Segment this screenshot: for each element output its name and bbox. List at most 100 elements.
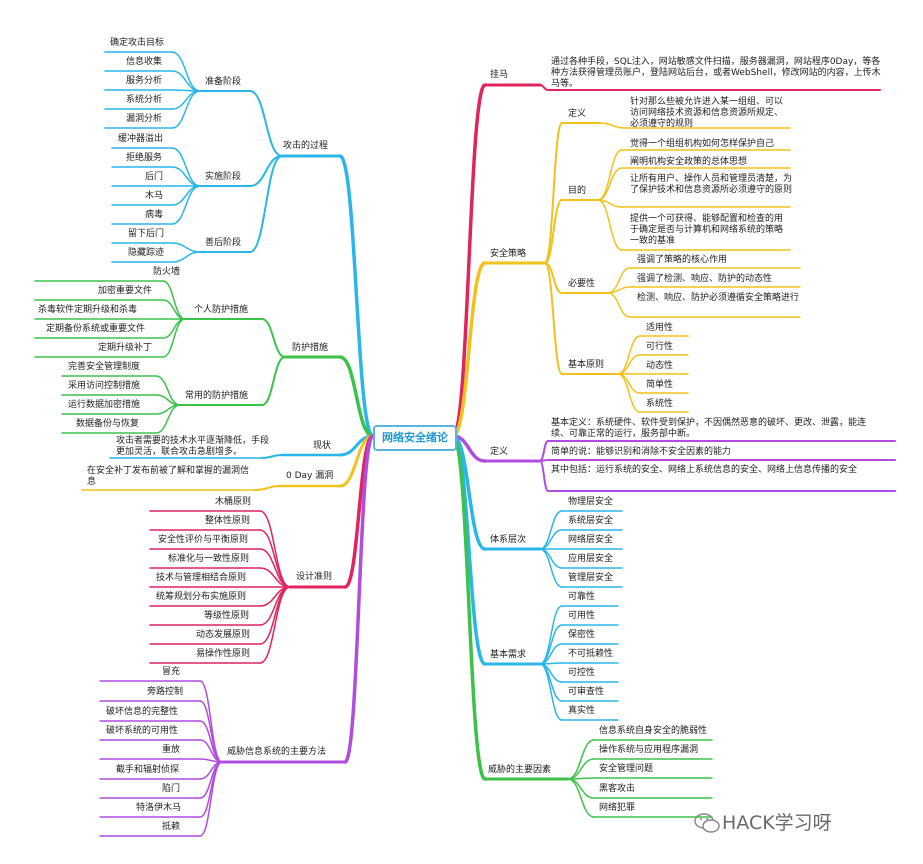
leaf-item[interactable]: 可靠性 [568, 592, 596, 602]
leaf-item[interactable]: 统筹规划分布实施原则 [156, 592, 247, 602]
leaf-item[interactable]: 应用层安全 [568, 554, 614, 564]
leaf-item[interactable]: 缓冲器溢出 [118, 134, 164, 144]
sub-personal-protection[interactable]: 个人防护措施 [194, 305, 249, 315]
leaf-item[interactable]: 其中包括：运行系统的安全、网络上系统信息的安全、网络上信息传播的安全 [551, 465, 858, 475]
leaf-item[interactable]: 信息收集 [126, 57, 163, 67]
leaf-item[interactable]: 留下后门 [128, 229, 165, 239]
leaf-item[interactable]: 完善安全管理制度 [68, 362, 141, 372]
leaf-item[interactable]: 基本定义：系统硬件、软件受到保护，不因偶然恶意的破坏、更改、泄露，能连续、可靠正… [551, 418, 867, 439]
leaf-item[interactable]: 简单的说：能够识别和消除不安全因素的能力 [551, 447, 732, 457]
leaf-item[interactable]: 定期备份系统或重要文件 [46, 324, 146, 334]
sub-common-protection[interactable]: 常用的防护措施 [185, 391, 249, 401]
leaf-item[interactable]: 不可抵赖性 [568, 649, 614, 659]
leaf-item[interactable]: 冒充 [162, 667, 181, 677]
leaf-item[interactable]: 破坏信息的完整性 [106, 707, 179, 717]
leaf-item[interactable]: 杀毒软件定期升级和杀毒 [38, 305, 138, 315]
leaf-item[interactable]: 系统分析 [126, 95, 163, 105]
wechat-icon [694, 813, 720, 833]
leaf-item[interactable]: 旁路控制 [147, 687, 184, 697]
leaf-item[interactable]: 整体性原则 [205, 516, 251, 526]
leaf-item[interactable]: 可控性 [568, 668, 596, 678]
leaf-item[interactable]: 网络犯罪 [599, 803, 636, 813]
leaf-item[interactable]: 漏洞分析 [126, 114, 163, 124]
connector-line [597, 199, 623, 251]
leaf-item[interactable]: 等级性原则 [204, 611, 250, 621]
branch-status[interactable]: 现状 [313, 441, 332, 451]
leaf-item[interactable]: 真实性 [568, 706, 596, 716]
branch-trojan[interactable]: 挂马 [490, 70, 509, 80]
leaf-item[interactable]: 安全性评价与平衡原则 [158, 535, 249, 545]
branch-basic-needs[interactable]: 基本需求 [490, 650, 527, 660]
leaf-item[interactable]: 隐藏踪迹 [128, 248, 165, 258]
sub-policy-necessity[interactable]: 必要性 [568, 279, 596, 289]
leaf-item[interactable]: 适用性 [646, 323, 674, 333]
leaf-item[interactable]: 木马 [145, 191, 164, 201]
leaf-item[interactable]: 截手和辐射侦探 [116, 765, 180, 775]
leaf-item[interactable]: 可用性 [568, 611, 596, 621]
leaf-item[interactable]: 木桶原则 [215, 497, 252, 507]
leaf-item[interactable]: 技术与管理相结合原则 [156, 573, 247, 583]
sub-policy-definition[interactable]: 定义 [568, 109, 587, 119]
leaf-item[interactable]: 动态发展原则 [196, 630, 251, 640]
leaf-item[interactable]: 重放 [162, 745, 181, 755]
connector-line [261, 356, 286, 406]
leaf-item[interactable]: 系统性 [646, 399, 674, 409]
leaf-item[interactable]: 特洛伊木马 [136, 803, 182, 813]
leaf-item[interactable]: 破坏系统的可用性 [106, 726, 179, 736]
branch-threat-methods[interactable]: 威胁信息系统的主要方法 [227, 747, 327, 757]
leaf-item[interactable]: 防火墙 [153, 267, 181, 277]
leaf-item[interactable]: 阐明机构安全政策的总体思想 [630, 157, 748, 167]
connector-line [162, 299, 186, 320]
branch-security-policy[interactable]: 安全策略 [490, 249, 527, 259]
leaf-item[interactable]: 保密性 [568, 630, 596, 640]
leaf-item[interactable]: 信息系统自身安全的脆弱性 [599, 726, 708, 736]
branch-definition[interactable]: 定义 [490, 447, 509, 457]
leaf-item[interactable]: 确定攻击目标 [110, 38, 165, 48]
leaf-item[interactable]: 抵赖 [162, 822, 181, 832]
leaf-item[interactable]: 标准化与一致性原则 [168, 554, 250, 564]
leaf-item[interactable]: 系统层安全 [568, 516, 614, 526]
leaf-item[interactable]: 运行数据加密措施 [68, 400, 141, 410]
leaf-item[interactable]: 易操作性原则 [196, 649, 251, 659]
branch-design[interactable]: 设计准则 [296, 572, 333, 582]
leaf-item[interactable]: 可审查性 [568, 687, 605, 697]
leaf-item[interactable]: 强调了检测、响应、防护的动态性 [637, 274, 773, 284]
leaf-item[interactable]: 黑客攻击 [599, 784, 636, 794]
branch-protection[interactable]: 防护措施 [292, 343, 329, 353]
leaf-item[interactable]: 觉得一个组组机构如何怎样保护自己 [630, 139, 775, 149]
leaf-item[interactable]: 采用访问控制措施 [68, 381, 141, 391]
leaf-item[interactable]: 提供一个可获得、能够配置和检查的用于确定是否与计算机和网络系统的策略一致的基准 [630, 214, 784, 246]
leaf-item[interactable]: 定期升级补丁 [98, 343, 153, 353]
leaf-item[interactable]: 检测、响应、防护必须遵循安全策略进行 [637, 293, 800, 303]
leaf-item[interactable]: 数据备份与恢复 [76, 419, 140, 429]
sub-after-phase[interactable]: 善后阶段 [205, 238, 242, 248]
leaf-item[interactable]: 管理层安全 [568, 573, 614, 583]
leaf-item[interactable]: 动态性 [646, 361, 674, 371]
sub-policy-principles[interactable]: 基本原则 [568, 360, 605, 370]
leaf-item[interactable]: 可行性 [646, 342, 674, 352]
leaf-item[interactable]: 病毒 [145, 210, 164, 220]
leaf-item[interactable]: 拒绝服务 [126, 153, 163, 163]
sub-policy-purpose[interactable]: 目的 [568, 186, 587, 196]
leaf-item[interactable]: 安全管理问题 [599, 764, 654, 774]
leaf-item[interactable]: 服务分析 [126, 76, 163, 86]
leaf-item[interactable]: 陷门 [162, 784, 181, 794]
leaf-item[interactable]: 操作系统与应用程序漏洞 [599, 745, 699, 755]
leaf-item[interactable]: 后门 [145, 172, 164, 182]
leaf-item[interactable]: 加密重要文件 [98, 286, 153, 296]
connector-line [539, 663, 563, 721]
connector-line [171, 251, 201, 263]
connector-line [617, 373, 641, 394]
sub-impl-phase[interactable]: 实施阶段 [205, 172, 242, 182]
leaf-item[interactable]: 让所有用户、操作人员和管理员清楚，为了保护技术和信息资源所必须遵守的原则 [630, 174, 793, 195]
branch-zeroday[interactable]: 0 Day 漏洞 [286, 471, 334, 481]
central-topic[interactable]: 网络安全绪论 [373, 425, 457, 451]
leaf-item[interactable]: 强调了策略的核心作用 [637, 255, 728, 265]
sub-prep-phase[interactable]: 准备阶段 [205, 77, 242, 87]
leaf-item[interactable]: 网络层安全 [568, 535, 614, 545]
branch-attack-process[interactable]: 攻击的过程 [283, 141, 329, 151]
leaf-item[interactable]: 简单性 [646, 380, 674, 390]
leaf-item[interactable]: 物理层安全 [568, 497, 614, 507]
branch-threat-factors[interactable]: 威胁的主要因素 [488, 765, 552, 775]
branch-layers[interactable]: 体系层次 [490, 535, 527, 545]
